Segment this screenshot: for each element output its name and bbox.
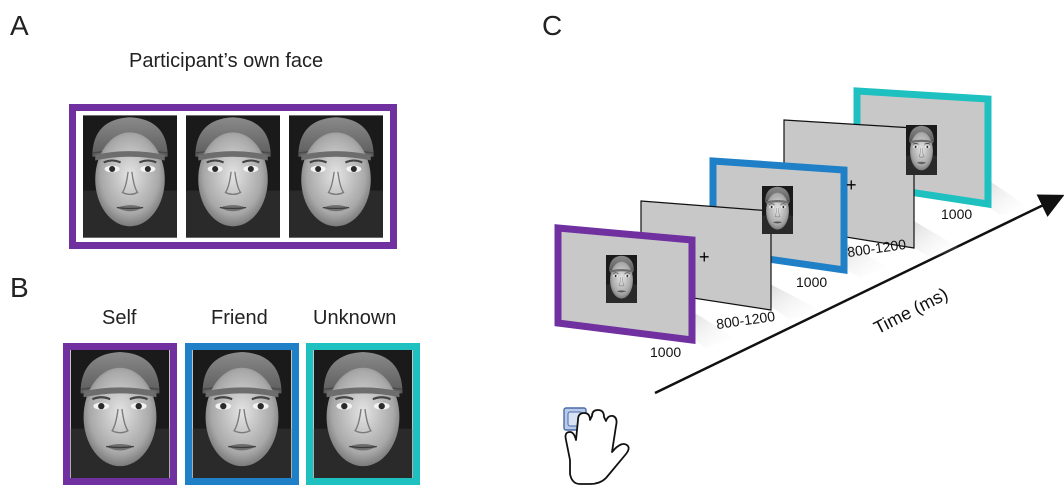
time-axis: [654, 194, 1064, 395]
unknown-face-frame: [306, 343, 420, 485]
self-label: Self: [102, 307, 137, 329]
panel-c-letter: C: [542, 10, 563, 41]
duration-face-2: 1000: [796, 274, 828, 290]
panel-a-letter: A: [10, 10, 29, 41]
unknown-label: Unknown: [313, 307, 397, 329]
face-photo-icon: [906, 125, 937, 175]
face-photo-icon: [762, 186, 793, 234]
panel-b-letter: B: [10, 272, 29, 303]
duration-face-1: 1000: [650, 344, 682, 360]
fixation-cross-1: +: [699, 247, 710, 267]
friend-face-frame: [185, 343, 299, 485]
self-face-frame: [63, 343, 177, 485]
duration-face-3: 1000: [941, 206, 973, 222]
fixation-cross-2: +: [846, 175, 857, 195]
friend-label: Friend: [211, 307, 268, 329]
panel-a-title: Participant’s own face: [129, 50, 324, 72]
own-face-frame: [69, 104, 397, 249]
face-photo-icon: [606, 255, 637, 303]
hand-button-icon: [563, 407, 630, 485]
